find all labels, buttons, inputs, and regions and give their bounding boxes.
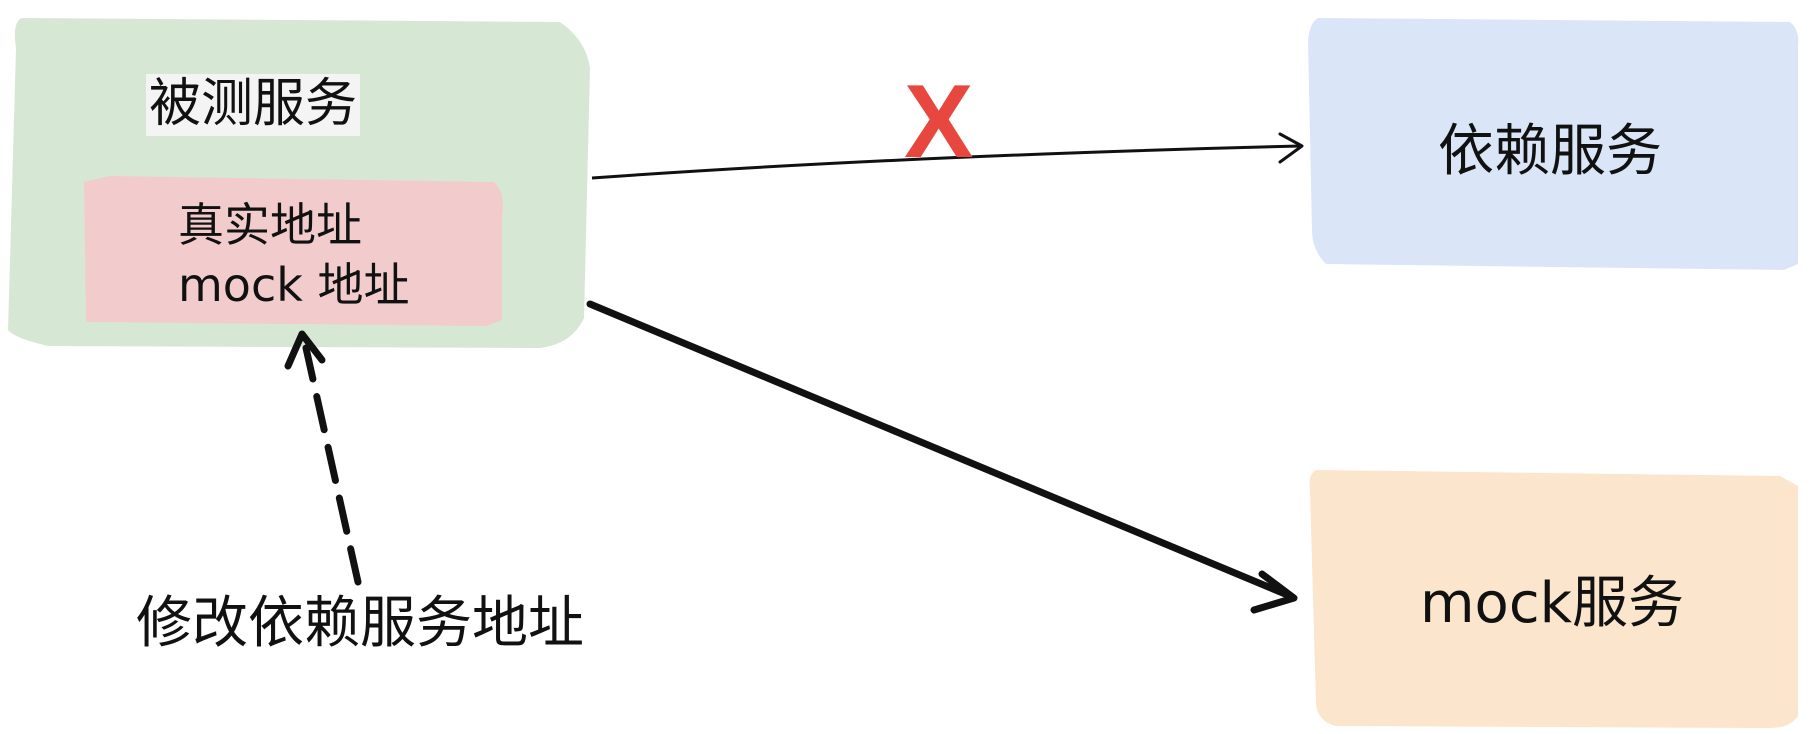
edge-sut-to-mock	[586, 300, 1294, 600]
dependency-service-title: 依赖服务	[1438, 119, 1662, 184]
edge-modify-to-address	[302, 344, 362, 586]
real-address-label: 真实地址	[178, 198, 362, 252]
service-under-test-title: 被测服务	[146, 74, 361, 136]
dependency-service-box	[1308, 18, 1799, 270]
edge-modify-to-address-arrowhead	[284, 330, 326, 370]
modify-address-annotation: 修改依赖服务地址	[136, 591, 584, 656]
mock-address-label: mock 地址	[178, 258, 410, 312]
edge-sut-to-mock-arrowhead	[1250, 570, 1298, 614]
blocked-x-mark: X	[904, 64, 974, 180]
mock-service-title: mock服务	[1420, 571, 1685, 636]
edge-sut-to-dependency	[591, 144, 1301, 180]
address-box	[84, 176, 503, 326]
mock-service-box	[1309, 470, 1798, 728]
edge-sut-to-dependency-arrowhead	[1278, 132, 1304, 164]
